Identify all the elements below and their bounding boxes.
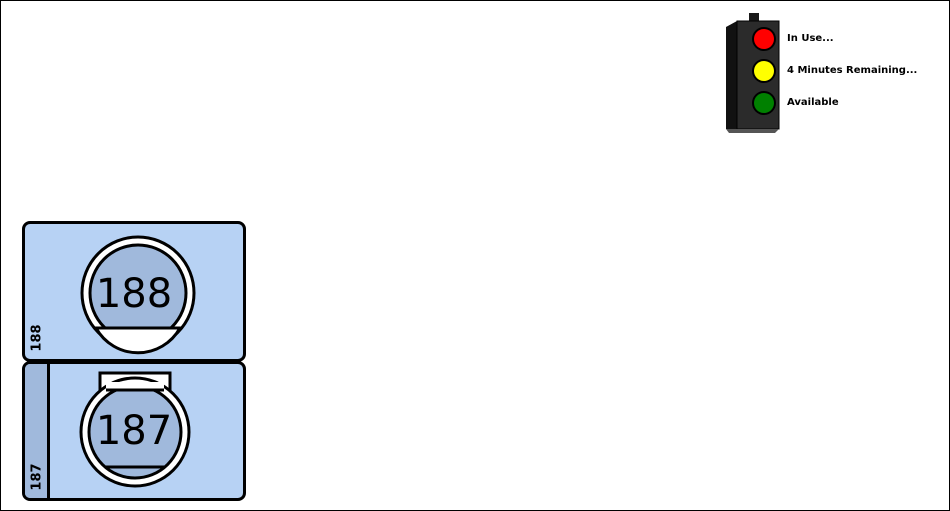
- dryer-icon: [79, 371, 191, 488]
- washer-icon: [80, 235, 196, 355]
- machine-188[interactable]: 188 188: [22, 221, 246, 362]
- side-label: 187: [27, 460, 47, 494]
- legend-in-use-label: In Use...: [787, 33, 834, 44]
- red-light-icon: [754, 29, 774, 49]
- status-legend: In Use... 4 Minutes Remaining... Availab…: [723, 11, 948, 133]
- traffic-light-icon: [726, 13, 780, 133]
- legend-minutes-remaining-label: 4 Minutes Remaining...: [787, 65, 918, 76]
- side-strip: [25, 364, 50, 498]
- machine-187[interactable]: 187 187: [22, 361, 246, 501]
- machine-number: 188: [95, 271, 173, 317]
- machine-number: 187: [95, 408, 173, 454]
- side-label: 188: [27, 321, 47, 355]
- legend-available-label: Available: [787, 97, 839, 108]
- side-label-text: 188: [29, 324, 45, 352]
- side-label-text: 187: [29, 463, 45, 491]
- green-light-icon: [754, 93, 774, 113]
- yellow-light-icon: [754, 61, 774, 81]
